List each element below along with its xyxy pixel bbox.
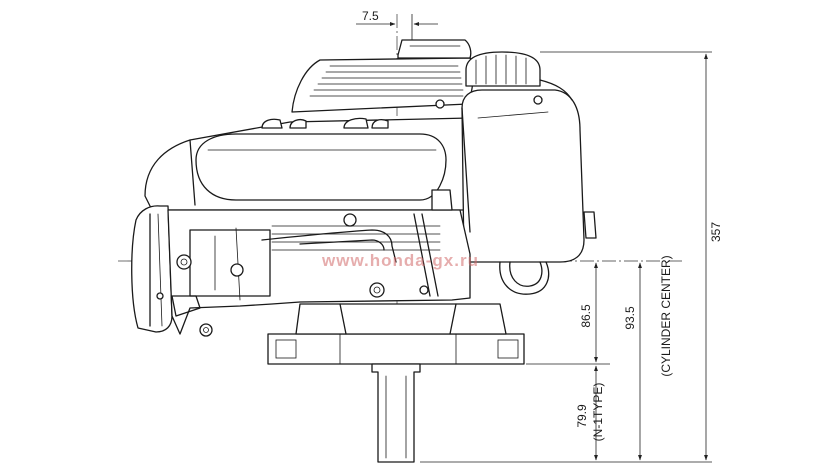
dim-mount-to-axis-text: 86.5 — [579, 304, 593, 328]
dim-shaft-length-text: 79.9 — [575, 404, 589, 428]
dim-cylinder-center-text: 93.5 — [623, 306, 637, 330]
dimension-93-5: 93.5 (CYLINDER CENTER) — [623, 255, 673, 461]
dim-overall-height-text: 357 — [709, 222, 723, 242]
dim-cylinder-center-label: (CYLINDER CENTER) — [659, 255, 673, 376]
dimension-357: 357 — [704, 53, 723, 461]
watermark-text: www.honda-gx.ru — [321, 251, 479, 270]
dimension-86-5: 86.5 — [579, 262, 598, 363]
dim-shaft-type-label: (N-1TYPE) — [591, 383, 605, 442]
engine-outline — [131, 39, 597, 463]
dimension-79-9: 79.9 (N-1TYPE) — [575, 365, 605, 461]
dimension-7-5: 7.5 — [356, 9, 438, 40]
dim-top-offset-text: 7.5 — [362, 9, 379, 23]
extension-lines — [420, 51, 712, 463]
